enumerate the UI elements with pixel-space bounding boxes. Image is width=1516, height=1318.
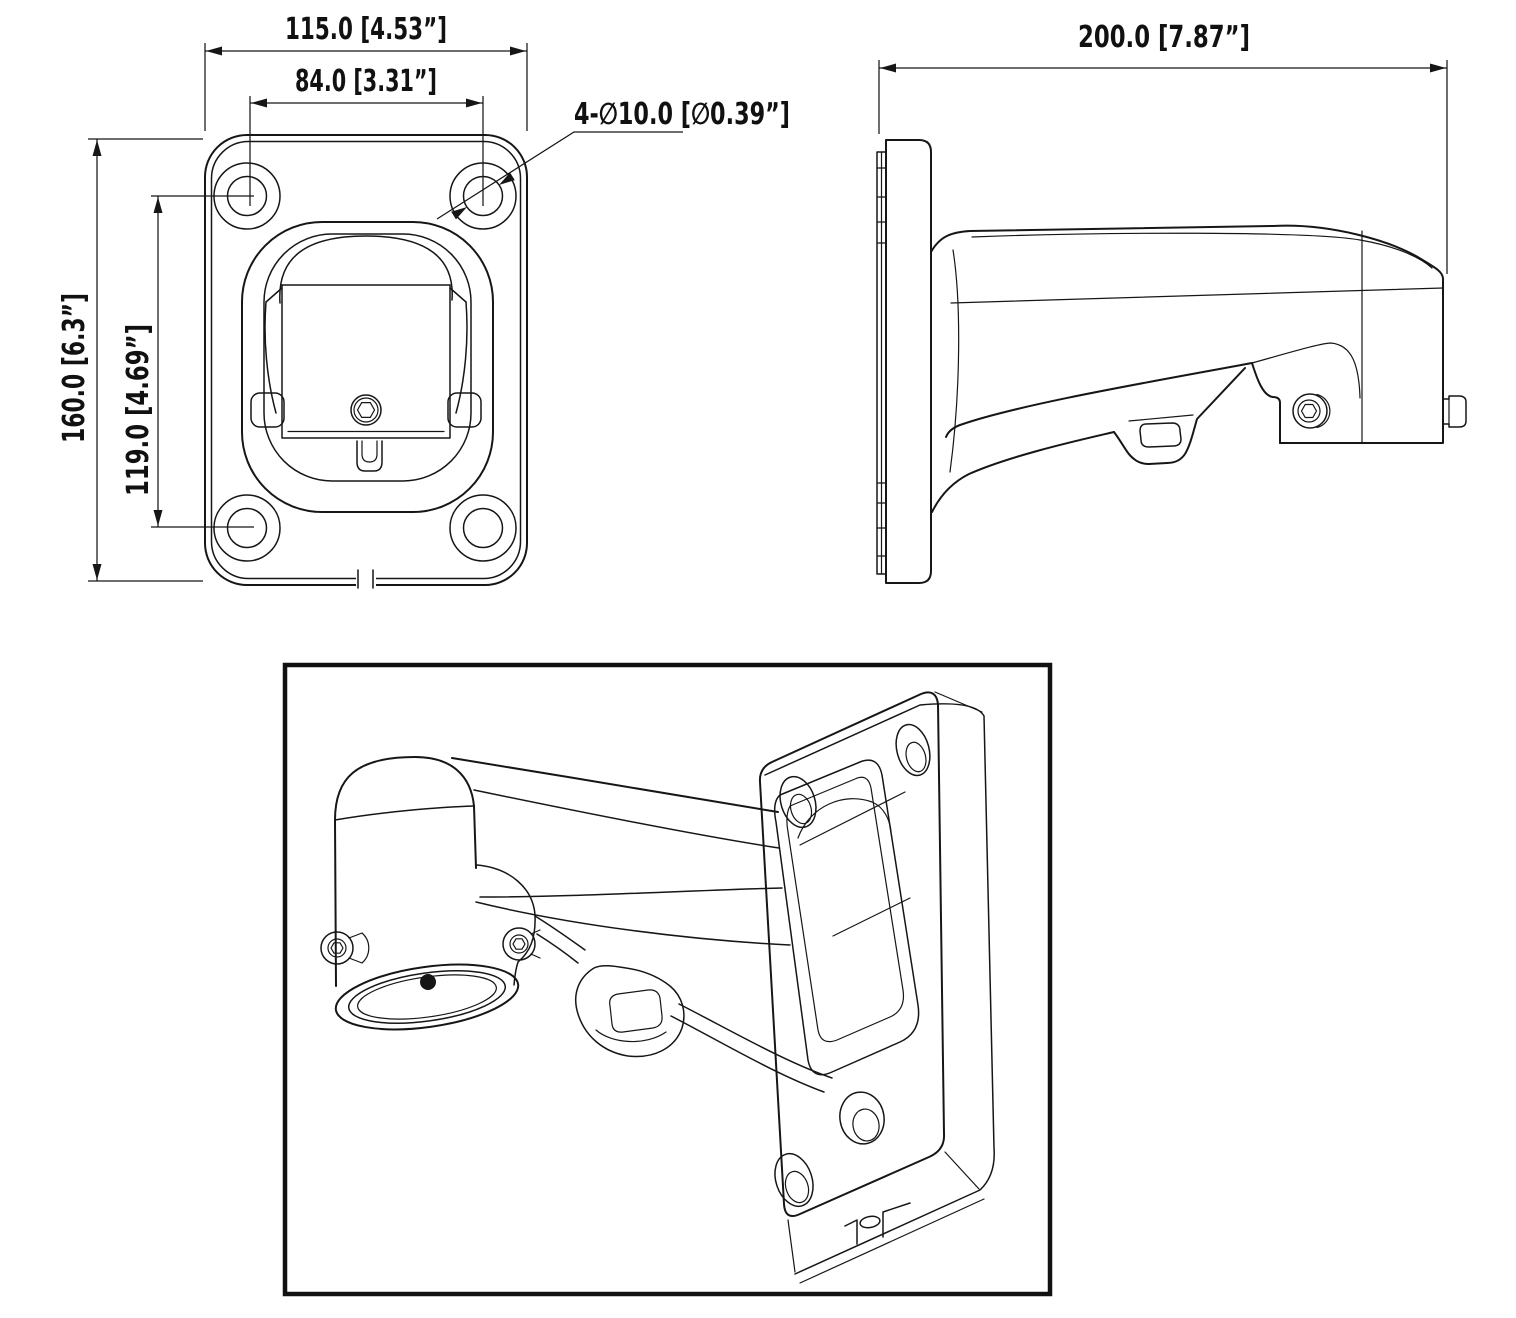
dim-width: 115.0 [4.53”] [204, 12, 528, 131]
iso-lug-slot [609, 989, 663, 1033]
arm-line-mid [479, 887, 783, 898]
camera-plate [281, 284, 451, 439]
iso-arm [451, 757, 833, 1093]
safety-lug-slot [1139, 422, 1182, 448]
cup-seam [334, 805, 475, 821]
boss-outer [241, 221, 494, 513]
iso-safety-lug [574, 964, 685, 1058]
arm-line-top [451, 757, 779, 813]
dim-holes-label: 4-∅10.0 [∅0.39”] [574, 97, 790, 132]
iso-hole-bottom-left [774, 1152, 814, 1208]
dome-chamfer-right [449, 287, 467, 303]
locator-knob [1442, 395, 1467, 428]
mounting-hole-bottom-left [213, 494, 281, 562]
cup-left-edge [334, 819, 337, 987]
arm-top-edge [930, 224, 1444, 280]
dim-hole-spacing-vertical: 119.0 [4.69”] [121, 195, 254, 528]
iso-hole-bottom-right [839, 1091, 885, 1145]
iso-hole-top-right [895, 723, 931, 777]
plate-back-chamfer [799, 1198, 985, 1284]
dim-height: 160.0 [6.3”] [57, 138, 203, 582]
dim-hole-spacing-horizontal: 84.0 [3.31”] [249, 64, 484, 206]
dim-hole-spacing-v-label: 119.0 [4.69”] [121, 324, 156, 496]
iso-anchor-notch [844, 1202, 911, 1245]
dome-chamfer-left [265, 287, 283, 303]
arm-line-lower [475, 901, 791, 946]
rim-set-screw [420, 974, 436, 990]
boss-edge-line-1 [799, 791, 906, 846]
cup-right-edge [473, 805, 477, 869]
plate-profile [885, 139, 932, 584]
dome-cap [279, 235, 453, 304]
dim-depth-label: 200.0 [7.87”] [1078, 20, 1250, 55]
boss-arch [797, 798, 892, 839]
side-wall-plate [876, 139, 932, 584]
bottom-tab-slot [361, 440, 378, 463]
iso-cup [320, 756, 541, 1031]
arm-socket-boss [241, 221, 494, 513]
head-face-and-bottom [1279, 278, 1444, 444]
safety-lug-edge [1128, 414, 1194, 422]
cup-screw-left [320, 931, 370, 965]
cup-screw-right [502, 927, 541, 961]
hex-screw-side [1292, 393, 1331, 429]
dim-height-label: 160.0 [6.3”] [57, 293, 92, 443]
side-lug-left [250, 392, 285, 428]
boss-edge-line-2 [832, 897, 911, 937]
isometric-view [282, 662, 1053, 1297]
strap-edge-a [534, 915, 833, 1079]
strap-edge-b [536, 933, 825, 1093]
arm-line-upper [473, 789, 780, 849]
arm-bottom-inner-edge [945, 362, 1253, 438]
plate-front-face [758, 691, 946, 1217]
boss-inner [263, 233, 472, 482]
head-inner-curve [1251, 342, 1361, 399]
arm-bottom-outer-edge [931, 431, 1115, 513]
mounting-hole-bottom-right [449, 494, 517, 562]
dome-skirt-right [455, 301, 468, 414]
boss-inner-ring [786, 776, 905, 1043]
dim-hole-spacing-h-label: 84.0 [3.31”] [295, 64, 437, 99]
front-dimensions: 115.0 [4.53”] 84.0 [3.31”] 160.0 [6.3”] … [57, 12, 790, 582]
front-view: 115.0 [4.53”] 84.0 [3.31”] 160.0 [6.3”] … [57, 12, 790, 589]
arm-mid-line [950, 287, 1444, 304]
side-arm [930, 224, 1467, 513]
side-lug-right [447, 392, 482, 428]
plate-outline [204, 134, 528, 586]
bottom-step [1251, 362, 1281, 444]
hex-screw-front [350, 394, 382, 426]
gasket-ticks [876, 167, 887, 557]
safety-lug [1113, 367, 1246, 465]
dome-skirt-left [264, 301, 277, 414]
dim-hole-callout: 4-∅10.0 [∅0.39”] [436, 97, 790, 220]
cable-notch-gap [356, 571, 376, 588]
dim-width-label: 115.0 [4.53”] [285, 12, 447, 47]
view-frame [282, 662, 1053, 1297]
cup-dome [334, 756, 475, 821]
iso-boss [773, 759, 920, 1076]
plate-back-edges [764, 703, 995, 1275]
arm-root-contour [949, 249, 960, 473]
front-plate [204, 134, 528, 589]
cup-rim [334, 963, 520, 1031]
bottom-tab-outer [356, 440, 383, 472]
boss-outer-ring [773, 759, 920, 1076]
dim-depth: 200.0 [7.87”] [878, 20, 1448, 274]
arm-top-inner-edge [971, 232, 1433, 269]
side-view: 200.0 [7.87”] [876, 20, 1467, 584]
iso-plate [758, 691, 995, 1284]
